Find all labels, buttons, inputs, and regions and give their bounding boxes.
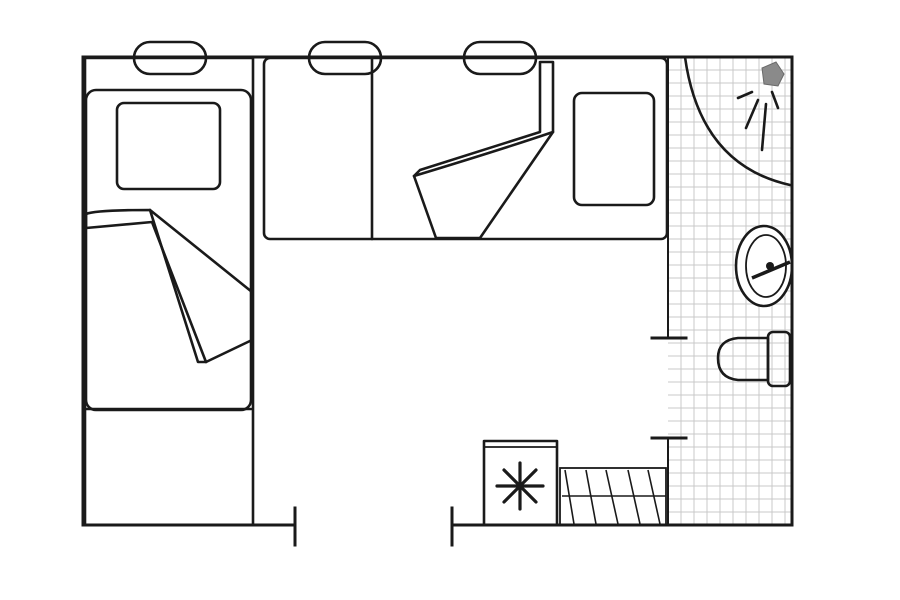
- snowflake-icon: [495, 461, 545, 511]
- blanket-fold: [412, 130, 555, 178]
- shower-spray-line: [770, 90, 780, 110]
- bed-mattress: [84, 88, 253, 412]
- double-bed: [262, 56, 669, 241]
- shower-spray-line: [760, 102, 768, 152]
- pillow: [572, 91, 656, 207]
- shower: [683, 55, 792, 187]
- single-bed: [83, 56, 255, 527]
- sink: [734, 224, 794, 308]
- bathroom: [650, 55, 794, 525]
- blanket-fold: [148, 208, 208, 364]
- pillow: [115, 101, 222, 191]
- stairs-steps: [562, 469, 666, 525]
- toilet: [716, 330, 792, 388]
- bed-frame: [83, 56, 255, 527]
- stairs: [559, 467, 667, 526]
- shower-spray-line: [744, 98, 760, 130]
- bed-frame: [262, 56, 669, 241]
- shower-curve: [683, 55, 792, 187]
- blanket: [84, 208, 254, 364]
- blanket: [412, 60, 555, 240]
- sink-tap-icon: [751, 260, 791, 280]
- sink-drain-icon: [766, 262, 774, 270]
- shower-spray-line: [736, 90, 754, 100]
- fridge-body: [482, 439, 559, 527]
- toilet-tank: [766, 330, 792, 388]
- toilet-bowl: [716, 336, 770, 382]
- fridge: [482, 439, 559, 527]
- shower-head-icon: [761, 61, 785, 87]
